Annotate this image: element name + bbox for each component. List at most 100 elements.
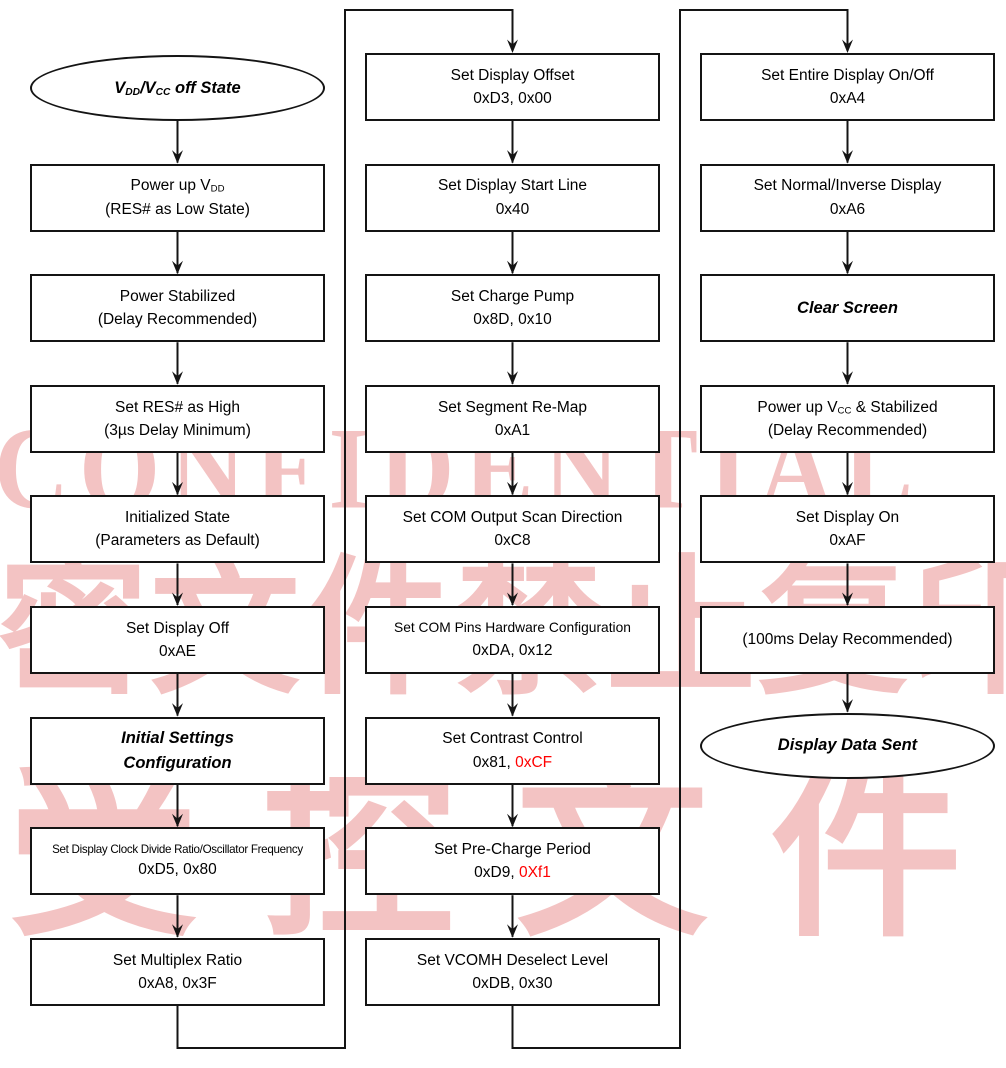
- terminator-vdd-vcc-off-state: VDD/VCC off State: [30, 55, 325, 121]
- node-text-segment: (Parameters as Default): [95, 532, 260, 550]
- arrowhead-icon: [172, 481, 183, 496]
- node-text-line: Clear Screen: [797, 296, 898, 321]
- node-text-line: 0xA1: [495, 419, 530, 442]
- node-text-line: Set Multiplex Ratio: [113, 949, 242, 972]
- node-text-line: Power Stabilized: [120, 285, 235, 308]
- terminator-display-data-sent: Display Data Sent: [700, 712, 995, 779]
- node-text-line: Configuration: [123, 751, 231, 776]
- node-text-line: Set Segment Re-Map: [438, 396, 587, 419]
- flow-node-delay-100ms-recommended: (100ms Delay Recommended): [700, 606, 995, 674]
- node-text-line: (3µs Delay Minimum): [104, 419, 251, 442]
- node-text-segment: 0xA8, 0x3F: [138, 974, 217, 992]
- flow-node-power-up-vdd: Power up VDD(RES# as Low State): [30, 163, 325, 232]
- arrowhead-icon: [507, 371, 518, 385]
- node-text-segment: Power up V: [757, 398, 838, 416]
- arrowhead-icon: [172, 813, 183, 828]
- node-text-line: (100ms Delay Recommended): [742, 628, 952, 651]
- flow-node-set-normal-inverse-display: Set Normal/Inverse Display 0xA6: [700, 163, 995, 232]
- arrowhead-icon: [172, 592, 183, 606]
- flow-node-set-multiplex-ratio: Set Multiplex Ratio 0xA8, 0x3F: [30, 937, 325, 1006]
- node-text-segment: 0xA6: [829, 200, 866, 218]
- flow-node-set-pre-charge-period: Set Pre-Charge Period 0xD9, 0Xf1: [365, 827, 660, 896]
- node-text-segment: DD: [210, 184, 225, 196]
- flow-node-set-com-pins-hardware-configuration: Set COM Pins Hardware Configuration 0xDA,…: [365, 606, 660, 674]
- arrowhead-icon: [172, 703, 183, 717]
- flow-node-set-display-on: Set Display On 0xAF: [700, 495, 995, 564]
- node-text-segment: Set Multiplex Ratio: [112, 951, 243, 969]
- node-text-segment: V: [114, 78, 126, 97]
- arrowhead-icon: [172, 150, 183, 164]
- node-text-segment: (Delay Recommended): [97, 311, 258, 329]
- arrowhead-icon: [507, 150, 518, 164]
- node-text-segment: 0xAE: [158, 643, 197, 660]
- node-text-segment: Clear Screen: [797, 298, 898, 317]
- node-text-line: Power up VCC & Stabilized: [757, 396, 937, 419]
- flow-node-power-stabilized: Power Stabilized (Delay Recommended): [30, 274, 325, 343]
- node-text-segment: Set Entire Display On/Off: [761, 66, 934, 84]
- node-text-line: 0xA8, 0x3F: [138, 972, 216, 995]
- node-text-line: VDD/VCC off State: [114, 76, 240, 101]
- node-text-segment: DD: [125, 86, 141, 98]
- node-text-segment: off State: [170, 78, 241, 97]
- node-text-segment: 0xAF: [829, 532, 866, 550]
- flow-node-set-res-as-high: Set RES# as High (3µs Delay Minimum): [30, 384, 325, 453]
- node-text-line: Initial Settings: [121, 726, 234, 751]
- node-text-segment: 0xD3, 0x00: [473, 90, 552, 107]
- node-text-segment: Set Display Clock Divide Ratio/Oscillato…: [52, 842, 303, 856]
- arrowhead-icon: [507, 592, 518, 606]
- flow-node-set-entire-display-on-off: Set Entire Display On/Off 0xA4: [700, 53, 995, 121]
- node-text-line: Set Pre-Charge Period: [434, 838, 591, 861]
- node-text-segment: 0xA1: [494, 421, 531, 439]
- node-text-segment: Set COM Output Scan Direction: [402, 509, 623, 527]
- node-text-line: 0x81, 0xCF: [473, 751, 552, 774]
- node-text-segment: Set Contrast Control: [442, 730, 583, 748]
- node-text-segment: 0xA4: [829, 90, 866, 107]
- flow-node-clear-screen: Clear Screen: [700, 274, 995, 343]
- node-text-segment: CC: [155, 86, 171, 98]
- connector-col2-to-col3: [511, 9, 849, 1049]
- node-text-segment: (100ms Delay Recommended): [742, 631, 953, 649]
- node-text-segment: /V: [140, 78, 156, 97]
- node-text-segment: Set RES# as High: [115, 398, 240, 416]
- arrowhead-icon: [507, 924, 518, 938]
- node-text-line: Set Contrast Control: [442, 727, 582, 750]
- flow-node-initialized-state: Initialized State (Parameters as Default): [30, 495, 325, 564]
- arrowhead-icon: [842, 592, 853, 606]
- flow-node-set-display-clock-divide-ratio: Set Display Clock Divide Ratio/Oscillato…: [30, 827, 325, 896]
- node-text-segment: Set COM Pins Hardware Configuration: [394, 620, 631, 636]
- node-text-segment: (Delay Recommended): [767, 421, 928, 439]
- node-text-line: 0xD5, 0x80: [138, 858, 216, 881]
- node-text-segment: Power Stabilized: [119, 287, 236, 305]
- node-text-segment: 0xDA, 0x12: [472, 641, 553, 659]
- arrowhead-icon: [172, 371, 183, 385]
- flow-node-set-segment-re-map: Set Segment Re-Map 0xA1: [365, 384, 660, 453]
- node-text-segment: (3µs Delay Minimum): [104, 421, 251, 439]
- arrowhead-icon: [507, 39, 518, 53]
- node-text-segment: Initialized State: [124, 509, 231, 527]
- node-text-segment: CC: [837, 405, 852, 417]
- node-text-segment: Set Pre-Charge Period: [434, 840, 591, 858]
- node-text-line: 0xD9, 0Xf1: [474, 861, 551, 884]
- arrowhead-icon: [842, 260, 853, 275]
- node-text-line: Set COM Output Scan Direction: [403, 506, 623, 529]
- node-text-line: 0xA6: [830, 198, 865, 221]
- node-text-segment: Set Normal/Inverse Display: [753, 177, 942, 195]
- node-text-line: Set Normal/Inverse Display: [754, 174, 942, 197]
- node-text-segment: 0x40: [495, 200, 530, 218]
- node-text-line: Set VCOMH Deselect Level: [417, 949, 608, 972]
- node-text-segment: 0xD5, 0x80: [138, 861, 217, 879]
- node-text-line: 0xC8: [494, 529, 530, 552]
- node-text-segment: & Stabilized: [851, 398, 938, 416]
- node-text-line: (Delay Recommended): [98, 308, 257, 331]
- node-text-line: 0xD3, 0x00: [473, 87, 551, 110]
- node-text-segment: Set VCOMH Deselect Level: [416, 951, 609, 969]
- node-text-line: Set Display Off: [126, 617, 229, 640]
- node-text-segment: Set Display On: [795, 509, 900, 527]
- node-text-line: 0x8D, 0x10: [473, 308, 551, 331]
- node-text-line: Power up VDD: [131, 174, 225, 197]
- arrowhead-icon: [842, 699, 853, 713]
